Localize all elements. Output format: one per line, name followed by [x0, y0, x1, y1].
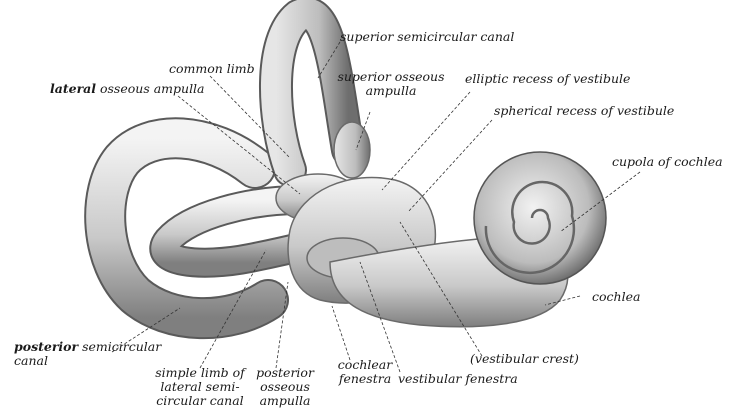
- label-simple-limb-line1: simple limb of: [155, 365, 245, 380]
- label-simple-limb: simple limb of lateral semi- circular ca…: [145, 366, 255, 408]
- label-cochlear-fenestra-line1: cochlear: [337, 357, 393, 372]
- label-superior-osseous-ampulla: superior osseous ampulla: [336, 70, 446, 98]
- leader-lines: [111, 41, 641, 373]
- label-elliptic-recess: elliptic recess of vestibule: [465, 71, 631, 86]
- label-common-limb: common limb: [169, 61, 255, 76]
- label-superior-osseous-ampulla-line1: superior osseous: [337, 69, 445, 84]
- label-posterior-semicircular-canal: posterior semicircular canal: [14, 340, 161, 368]
- label-superior-semicircular-canal: superior semicircular canal: [340, 29, 515, 44]
- label-cochlea: cochlea: [592, 289, 641, 304]
- label-superior-osseous-ampulla-line2: ampulla: [365, 83, 417, 98]
- label-simple-limb-line3: circular canal: [156, 393, 244, 408]
- label-posterior-osseous-ampulla-line1: posterior: [256, 365, 314, 380]
- label-vestibular-fenestra: vestibular fenestra: [398, 371, 518, 386]
- label-posterior-line2: canal: [14, 353, 48, 368]
- label-posterior-strong: posterior: [14, 339, 79, 354]
- superior-ampulla: [333, 121, 371, 179]
- label-lateral-strong: lateral: [50, 81, 97, 96]
- label-cochlear-fenestra: cochlear fenestra: [330, 358, 400, 386]
- label-cochlear-fenestra-line2: fenestra: [338, 371, 392, 386]
- label-posterior-osseous-ampulla-line3: ampulla: [259, 393, 311, 408]
- label-lateral-osseous-ampulla: lateral osseous ampulla: [50, 82, 205, 96]
- label-vestibular-crest: (vestibular crest): [470, 351, 579, 366]
- label-posterior-osseous-ampulla-line2: osseous: [260, 379, 310, 394]
- cochlea-shell: [473, 151, 607, 285]
- label-posterior-rest: semicircular: [78, 339, 162, 354]
- label-simple-limb-line2: lateral semi-: [160, 379, 240, 394]
- label-posterior-line1: posterior semicircular: [14, 340, 161, 354]
- label-lateral-rest: osseous ampulla: [96, 81, 205, 96]
- label-posterior-osseous-ampulla: posterior osseous ampulla: [250, 366, 320, 408]
- cochlea-spiral: [484, 180, 576, 275]
- label-cupola-of-cochlea: cupola of cochlea: [612, 154, 723, 169]
- label-spherical-recess: spherical recess of vestibule: [494, 103, 675, 118]
